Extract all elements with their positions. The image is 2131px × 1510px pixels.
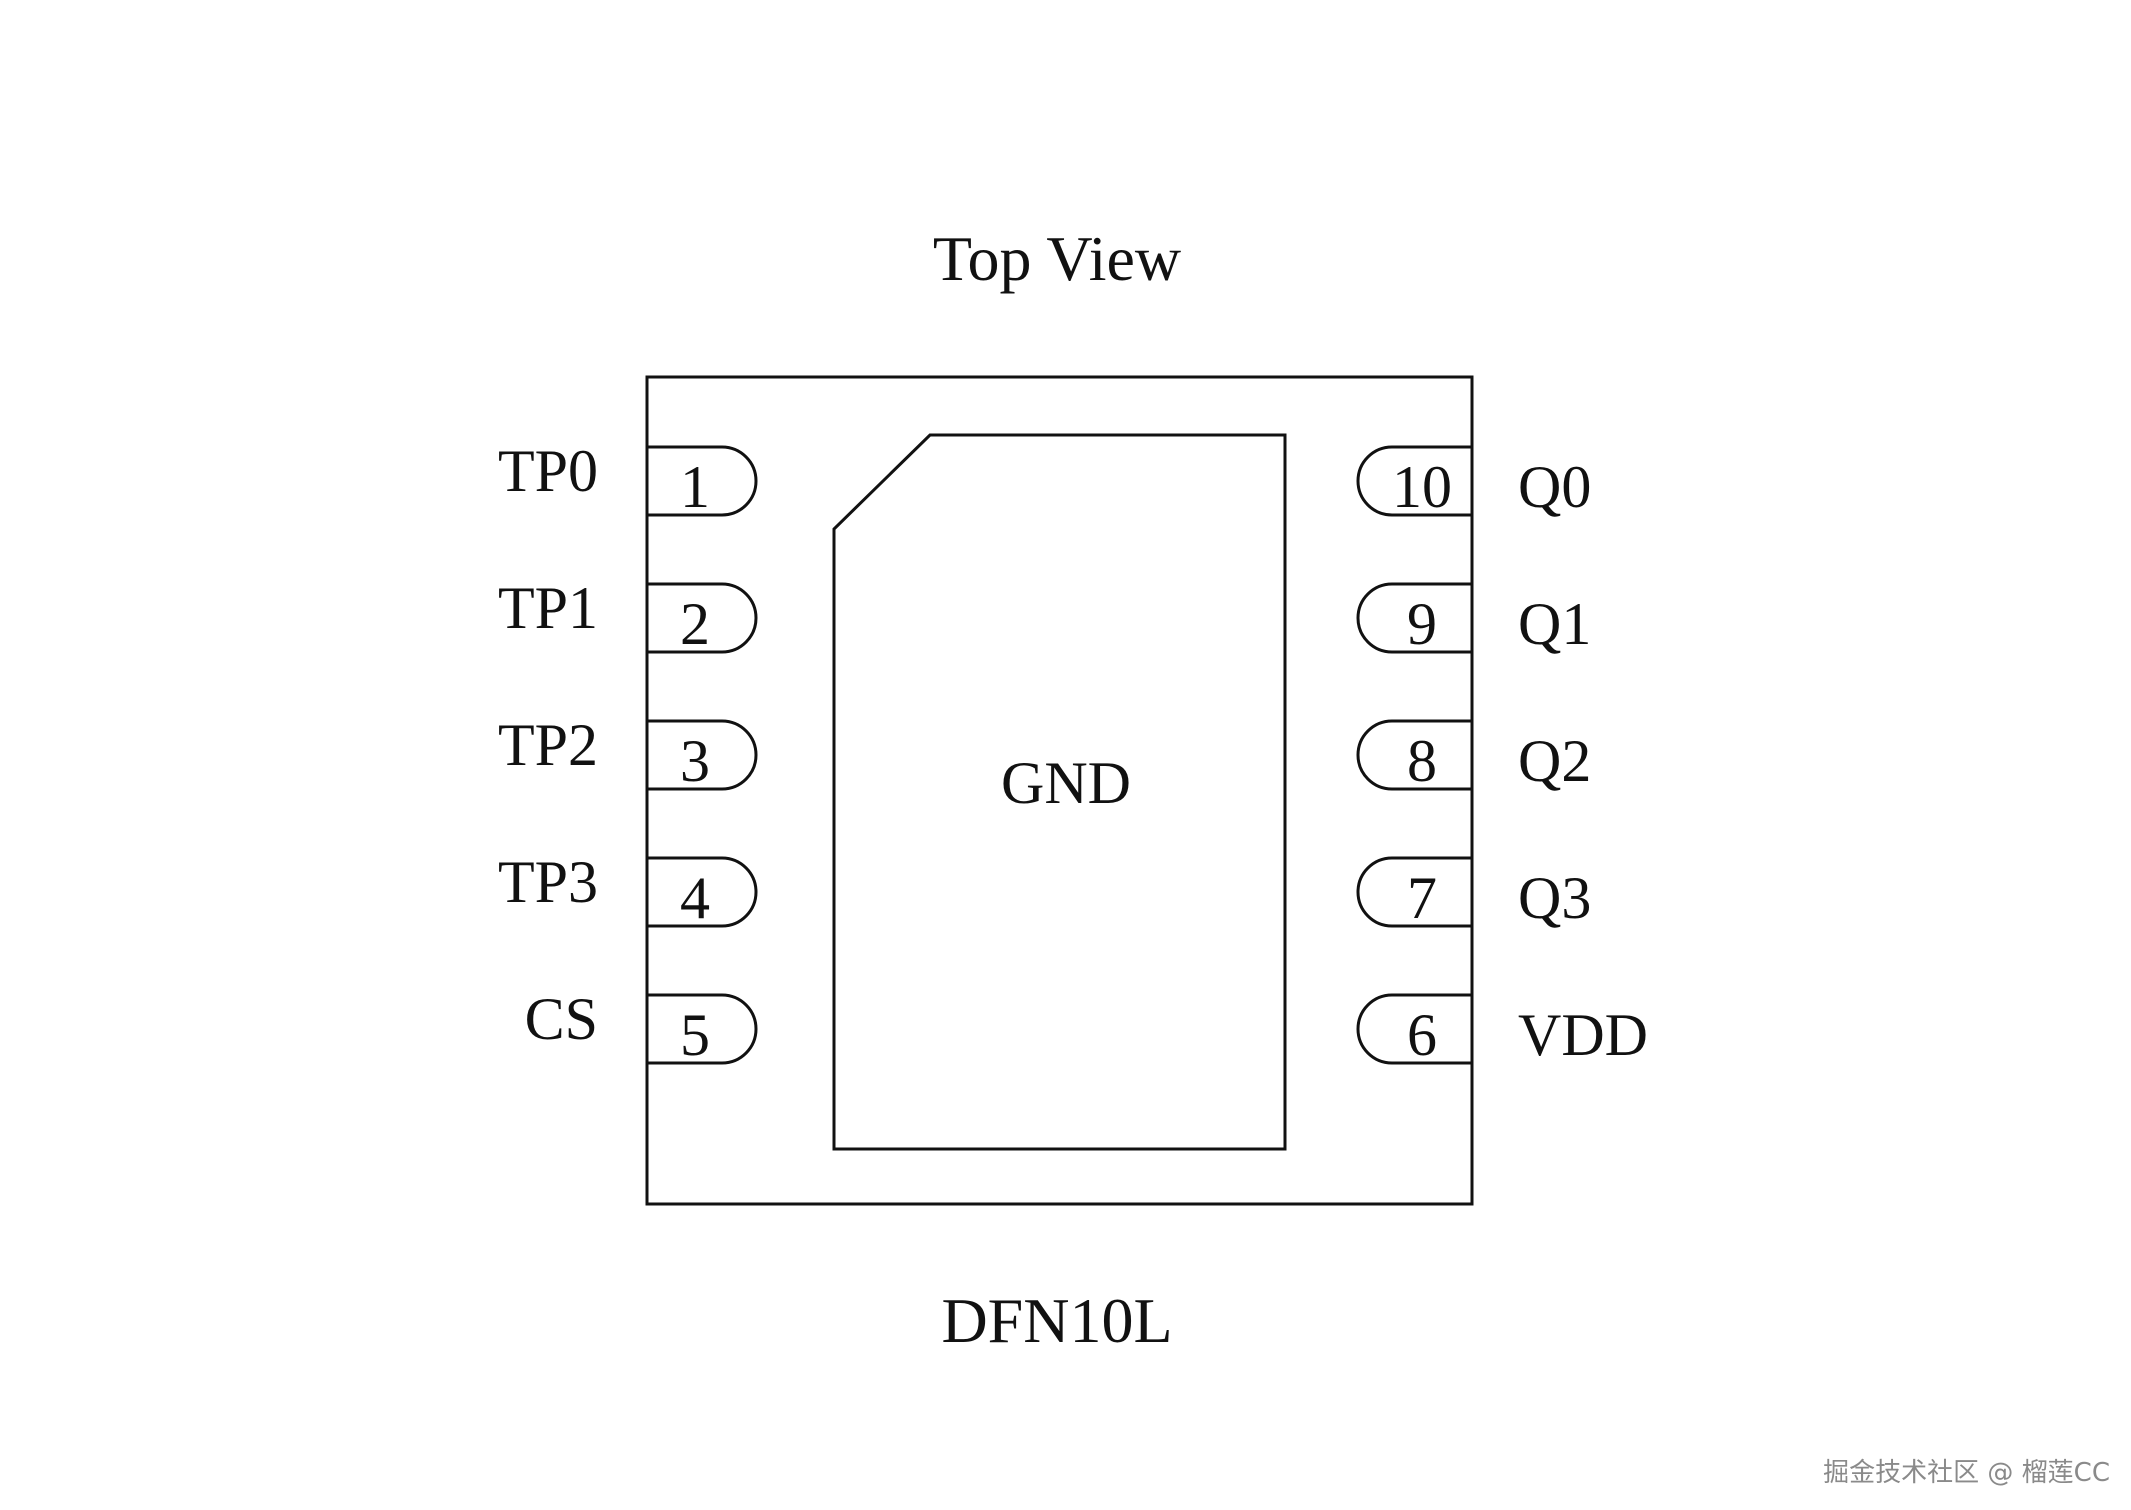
right-pin-8 [1356, 719, 1472, 791]
pin-number: 6 [1407, 1002, 1437, 1068]
pin-name: VDD [1518, 1002, 1648, 1068]
diagram-title: Top View [933, 223, 1181, 294]
pin-name: Q1 [1518, 591, 1591, 657]
left-pin-2 [647, 582, 758, 654]
pin-name: TP0 [498, 438, 598, 504]
pin-number: 7 [1407, 865, 1437, 931]
pin-name: Q2 [1518, 728, 1591, 794]
pin-name: CS [525, 986, 598, 1052]
pin-number: 1 [680, 454, 710, 520]
pin-number: 3 [680, 728, 710, 794]
pin-name: TP3 [498, 849, 598, 915]
right-pin-6 [1356, 993, 1472, 1065]
left-pin-5 [647, 993, 758, 1065]
left-pin-row: 1 TP0 2 TP1 3 TP2 4 TP3 5 CS [498, 438, 758, 1068]
right-pin-7 [1356, 856, 1472, 928]
pin-number: 2 [680, 591, 710, 657]
pin-name: TP2 [498, 712, 598, 778]
pin-number: 5 [680, 1002, 710, 1068]
left-pin-4 [647, 856, 758, 928]
pin-name: Q0 [1518, 454, 1591, 520]
ground-pad [832, 433, 1287, 1151]
ground-pad-label: GND [1001, 750, 1131, 816]
pin-name: TP1 [498, 575, 598, 641]
left-pin-3 [647, 719, 758, 791]
package-name: DFN10L [941, 1285, 1172, 1356]
right-pin-9 [1356, 582, 1472, 654]
pin-number: 8 [1407, 728, 1437, 794]
pin-name: Q3 [1518, 865, 1591, 931]
watermark: 掘金技术社区 @ 榴莲CC [1823, 1458, 2110, 1488]
pin-number: 4 [680, 865, 710, 931]
left-pin-1 [647, 445, 758, 517]
pin-number: 9 [1407, 591, 1437, 657]
right-pin-row: 10 Q0 9 Q1 8 Q2 7 Q3 6 VDD [1356, 445, 1648, 1068]
right-pin-10 [1356, 445, 1472, 517]
pin-number: 10 [1392, 454, 1452, 520]
